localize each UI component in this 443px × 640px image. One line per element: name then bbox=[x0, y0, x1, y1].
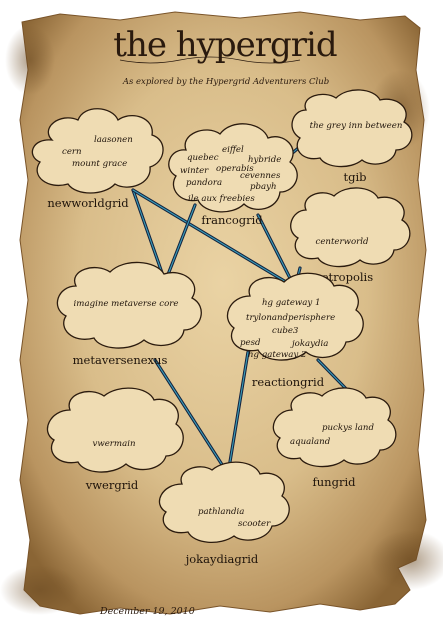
region-the-grey-inn-between: the grey inn between bbox=[310, 121, 403, 131]
link-reactiongrid-jokaydiagrid bbox=[226, 350, 250, 476]
map-date: December 19, 2010 bbox=[99, 606, 195, 617]
grid-label-newworldgrid: newworldgrid bbox=[47, 196, 129, 210]
grid-label-reactiongrid: reactiongrid bbox=[252, 375, 325, 389]
grid-newworldgrid[interactable]: laasonen cern mount grace newworldgrid bbox=[31, 108, 164, 210]
region-trylonandperisphere: trylonandperisphere bbox=[246, 313, 335, 323]
region-hg-gateway-2: hg gateway 2 bbox=[248, 350, 306, 360]
grid-label-vwergrid: vwergrid bbox=[85, 478, 139, 492]
cloud-reactiongrid bbox=[226, 272, 364, 361]
region-centerworld: centerworld bbox=[316, 237, 369, 247]
grid-jokaydiagrid[interactable]: pathlandia scooter jokaydiagrid bbox=[158, 461, 290, 566]
cloud-newworldgrid bbox=[31, 108, 164, 194]
region-operabis: operabis bbox=[216, 164, 254, 174]
cloud-tgib bbox=[291, 89, 413, 168]
region-cube3: cube3 bbox=[272, 326, 299, 336]
map-title: the hypergrid bbox=[113, 25, 337, 65]
grid-label-tgib: tgib bbox=[343, 170, 366, 184]
grid-francogrid[interactable]: eiffel quebec hybride operabis winter ce… bbox=[168, 123, 298, 227]
region-winter: winter bbox=[180, 166, 209, 176]
region-pesd: pesd bbox=[240, 338, 261, 348]
grid-label-francogrid: francogrid bbox=[201, 213, 263, 227]
region-imagine-metaverse-core: imagine metaverse core bbox=[74, 299, 179, 309]
region-hg-gateway-1: hg gateway 1 bbox=[262, 298, 320, 308]
grid-reactiongrid[interactable]: hg gateway 1 trylonandperisphere cube3 p… bbox=[226, 272, 364, 389]
map-subtitle: As explored by the Hypergrid Adventurers… bbox=[122, 77, 329, 87]
grid-vwergrid[interactable]: vwermain vwergrid bbox=[46, 387, 184, 492]
grid-fungrid[interactable]: puckys land aqualand fungrid bbox=[272, 387, 397, 489]
region-pathlandia: pathlandia bbox=[198, 507, 244, 517]
grid-tgib[interactable]: the grey inn between tgib bbox=[291, 89, 413, 184]
cloud-francogrid bbox=[168, 123, 298, 213]
region-cevennes: cevennes bbox=[240, 171, 281, 181]
region-scooter: scooter bbox=[238, 519, 271, 529]
region-laasonen: laasonen bbox=[94, 135, 133, 145]
title-flourish bbox=[119, 56, 301, 64]
region-pbayh: pbayh bbox=[250, 182, 277, 192]
cloud-metaversenexus bbox=[56, 261, 202, 349]
region-aqualand: aqualand bbox=[290, 437, 331, 447]
burn-stain bbox=[0, 565, 80, 615]
region-mount-grace: mount grace bbox=[72, 159, 127, 169]
cloud-vwergrid bbox=[46, 387, 184, 473]
link-metaversenexus-jokaydiagrid bbox=[153, 358, 230, 476]
grid-label-metaversenexus: metaversenexus bbox=[73, 353, 168, 367]
region-pandora: pandora bbox=[186, 178, 222, 188]
cloud-metropolis bbox=[290, 187, 411, 268]
region-cern: cern bbox=[62, 147, 82, 157]
grid-metaversenexus[interactable]: imagine metaverse core metaversenexus bbox=[56, 261, 202, 367]
burn-stain bbox=[5, 25, 55, 95]
region-eiffel: eiffel bbox=[222, 145, 244, 155]
grid-metropolis[interactable]: centerworld metropolis bbox=[290, 187, 411, 284]
region-quebec: quebec bbox=[187, 153, 219, 163]
region-vwermain: vwermain bbox=[93, 439, 136, 449]
region-jokaydia: jokaydia bbox=[290, 339, 328, 349]
cloud-fungrid bbox=[272, 387, 397, 468]
grid-label-jokaydiagrid: jokaydiagrid bbox=[184, 552, 259, 566]
region-hybride: hybride bbox=[248, 155, 281, 165]
region-puckys-land: puckys land bbox=[322, 423, 374, 433]
cloud-jokaydiagrid bbox=[158, 461, 290, 543]
grid-label-fungrid: fungrid bbox=[313, 475, 357, 489]
burn-stain bbox=[370, 530, 443, 590]
region-ile-aux-freebies: ile aux freebies bbox=[188, 194, 255, 204]
link-newworldgrid-metropolis bbox=[131, 188, 298, 290]
